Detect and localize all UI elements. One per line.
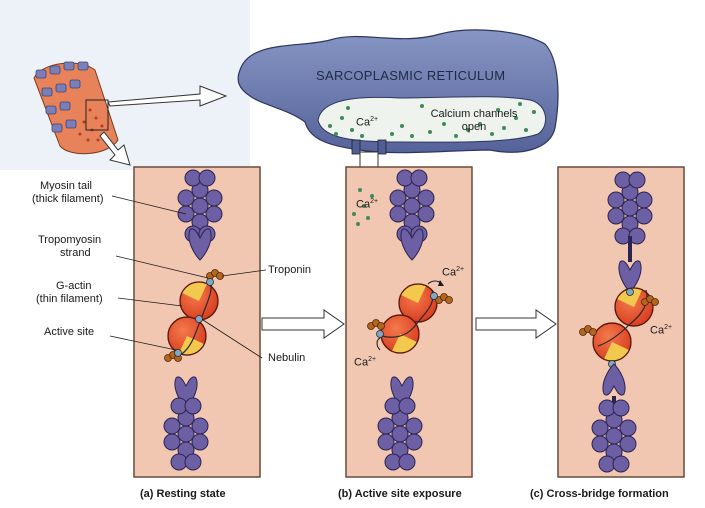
calcium-ion-label-panel-b-right: Ca2+ (442, 266, 464, 279)
caption-active-site-exposure: (b) Active site exposure (338, 488, 462, 500)
g-actin-line1: G-actin (36, 280, 103, 293)
calcium-ion-label-panel-b-left: Ca2+ (354, 356, 376, 369)
myosin-tail-label: Myosin tail (thick filament) (32, 180, 104, 206)
tropomyosin-label: Tropomyosin strand (38, 234, 101, 260)
calcium-channels-line1: Calcium channels (414, 108, 534, 121)
tropomyosin-line1: Tropomyosin (38, 234, 101, 247)
calcium-ion-label-panel-b-top: Ca2+ (356, 198, 378, 211)
caption-cross-bridge-formation: (c) Cross-bridge formation (530, 488, 669, 500)
nebulin-label: Nebulin (268, 352, 305, 365)
caption-resting-state: (a) Resting state (140, 488, 226, 500)
tropomyosin-line2: strand (38, 247, 101, 260)
sarcoplasmic-reticulum-label: SARCOPLASMIC RETICULUM (316, 68, 505, 83)
g-actin-line2: (thin filament) (36, 293, 103, 306)
troponin-label: Troponin (268, 264, 311, 277)
myosin-tail-line2: (thick filament) (32, 193, 104, 206)
calcium-ion-label-reticulum: Ca2+ (356, 116, 378, 129)
active-site-label: Active site (44, 326, 94, 339)
g-actin-label: G-actin (thin filament) (36, 280, 103, 306)
calcium-channels-label: Calcium channels open (414, 108, 534, 134)
myosin-tail-line1: Myosin tail (32, 180, 104, 193)
calcium-channels-line2: open (414, 121, 534, 134)
calcium-ion-label-panel-c: Ca2+ (650, 324, 672, 337)
